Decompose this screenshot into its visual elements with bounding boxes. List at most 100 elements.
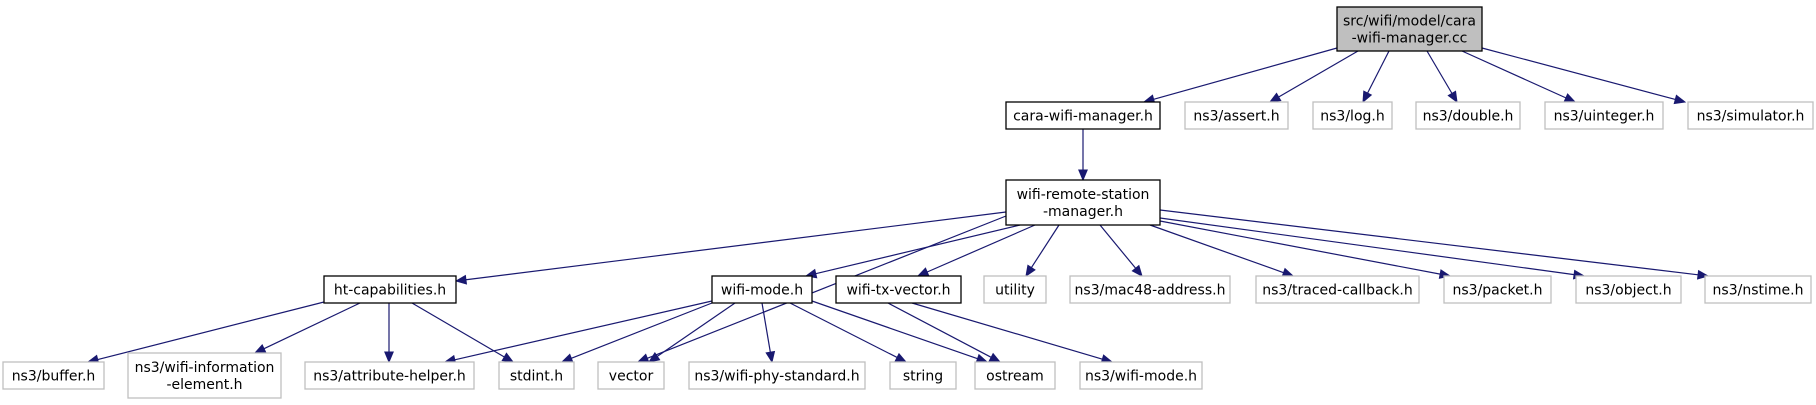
- edge-root-to-simulator: [1481, 47, 1687, 105]
- edge-line: [1149, 224, 1284, 274]
- node-label: ns3/double.h: [1423, 109, 1514, 125]
- node-attr: ns3/attribute-helper.h: [304, 361, 475, 390]
- edge-wmode-to-stdint: [560, 302, 713, 363]
- arrow-head: [1268, 92, 1282, 103]
- edge-wrsm-to-packet: [1159, 220, 1452, 279]
- node-box: [1336, 6, 1483, 52]
- node-box: [1544, 101, 1664, 130]
- node-label: ns3/attribute-helper.h: [313, 369, 466, 385]
- node-label: ns3/buffer.h: [12, 369, 96, 385]
- edge-line: [926, 224, 1036, 273]
- node-label: wifi-tx-vector.h: [846, 283, 950, 299]
- node-box: [127, 352, 282, 399]
- edge-line: [811, 300, 978, 360]
- node-label: -element.h: [166, 377, 242, 393]
- edge-root-to-double: [1426, 50, 1458, 104]
- node-label: ns3/packet.h: [1453, 283, 1543, 299]
- edge-line: [761, 302, 771, 353]
- node-box: [1005, 101, 1161, 130]
- edge-wmode-to-ostream: [811, 300, 989, 364]
- edges-layer: [86, 47, 1710, 365]
- edge-wrsm-to-mac48: [1099, 224, 1143, 277]
- edge-htcap-to-stdint: [411, 302, 515, 363]
- node-wrsm[interactable]: wifi-remote-station-manager.h: [1005, 179, 1161, 226]
- node-box: [974, 361, 1056, 390]
- edge-root-to-uinteger: [1461, 50, 1577, 103]
- edge-wrsm-to-utility: [1025, 224, 1060, 278]
- edge-line: [411, 302, 505, 358]
- node-label: ostream: [986, 369, 1044, 385]
- edge-root-to-log: [1362, 50, 1390, 104]
- edge-line: [887, 302, 992, 358]
- node-label: -wifi-manager.cc: [1352, 31, 1468, 47]
- node-string: string: [889, 361, 957, 390]
- arrow-head: [916, 267, 930, 277]
- edge-root-to-assert: [1268, 50, 1359, 103]
- arrow-head: [454, 274, 468, 285]
- edge-wmode-to-string: [789, 302, 908, 363]
- edge-line: [454, 300, 713, 361]
- node-label: src/wifi/model/cara: [1343, 14, 1476, 30]
- node-box: [323, 275, 457, 304]
- edge-line: [1461, 50, 1567, 99]
- node-label: ns3/uinteger.h: [1554, 109, 1655, 125]
- node-wmode[interactable]: wifi-mode.h: [711, 275, 813, 304]
- node-label: vector: [609, 369, 654, 385]
- node-box: [983, 275, 1047, 304]
- arrow-head: [647, 351, 661, 363]
- node-phystd: ns3/wifi-phy-standard.h: [688, 361, 866, 390]
- arrow-head: [501, 352, 515, 363]
- node-label: ns3/wifi-information: [135, 360, 275, 376]
- node-cara_h[interactable]: cara-wifi-manager.h: [1005, 101, 1161, 130]
- node-buffer: ns3/buffer.h: [2, 361, 105, 390]
- node-box: [1312, 101, 1393, 130]
- node-box: [1005, 179, 1161, 226]
- edge-line: [1159, 220, 1441, 275]
- edge-line: [465, 211, 1007, 281]
- node-ns3wmode: ns3/wifi-mode.h: [1079, 361, 1203, 390]
- node-wtxv[interactable]: wifi-tx-vector.h: [835, 275, 962, 304]
- node-wie: ns3/wifi-information-element.h: [127, 352, 282, 399]
- edge-line: [647, 215, 1007, 359]
- node-label: stdint.h: [510, 369, 563, 385]
- node-label: ns3/simulator.h: [1697, 109, 1805, 125]
- node-utility: utility: [983, 275, 1047, 304]
- node-object: ns3/object.h: [1575, 275, 1682, 304]
- arrow-head: [384, 351, 394, 364]
- node-double: ns3/double.h: [1415, 101, 1521, 130]
- node-packet: ns3/packet.h: [1443, 275, 1552, 304]
- edge-line: [911, 302, 1103, 360]
- node-label: wifi-mode.h: [721, 283, 803, 299]
- node-simulator: ns3/simulator.h: [1687, 101, 1814, 130]
- node-box: [1255, 275, 1420, 304]
- edge-wmode-to-attr: [443, 300, 713, 365]
- node-box: [1575, 275, 1682, 304]
- edge-line: [1278, 50, 1359, 98]
- node-box: [1069, 275, 1231, 304]
- arrow-head: [988, 352, 1002, 363]
- edge-line: [97, 301, 325, 361]
- edge-line: [1481, 47, 1676, 101]
- node-box: [889, 361, 957, 390]
- edge-line: [815, 224, 1021, 275]
- arrow-head: [1673, 94, 1687, 105]
- node-label: ns3/assert.h: [1193, 109, 1279, 125]
- node-box: [498, 361, 575, 390]
- node-ostream: ostream: [974, 361, 1056, 390]
- arrow-head: [894, 352, 908, 363]
- node-label: utility: [995, 283, 1035, 299]
- edge-wtxv-to-ns3wmode: [911, 302, 1114, 364]
- node-htcap[interactable]: ht-capabilities.h: [323, 275, 457, 304]
- node-uinteger: ns3/uinteger.h: [1544, 101, 1664, 130]
- edge-line: [1099, 224, 1137, 269]
- edge-line: [1030, 224, 1060, 268]
- arrow-head: [1563, 93, 1577, 103]
- node-box: [304, 361, 475, 390]
- edge-line: [789, 302, 898, 359]
- node-box: [711, 275, 813, 304]
- node-root[interactable]: src/wifi/model/cara-wifi-manager.cc: [1336, 6, 1483, 52]
- node-label: ns3/mac48-address.h: [1075, 283, 1226, 299]
- arrow-head: [1447, 90, 1458, 104]
- node-label: -manager.h: [1043, 204, 1123, 220]
- arrow-head: [1078, 169, 1088, 182]
